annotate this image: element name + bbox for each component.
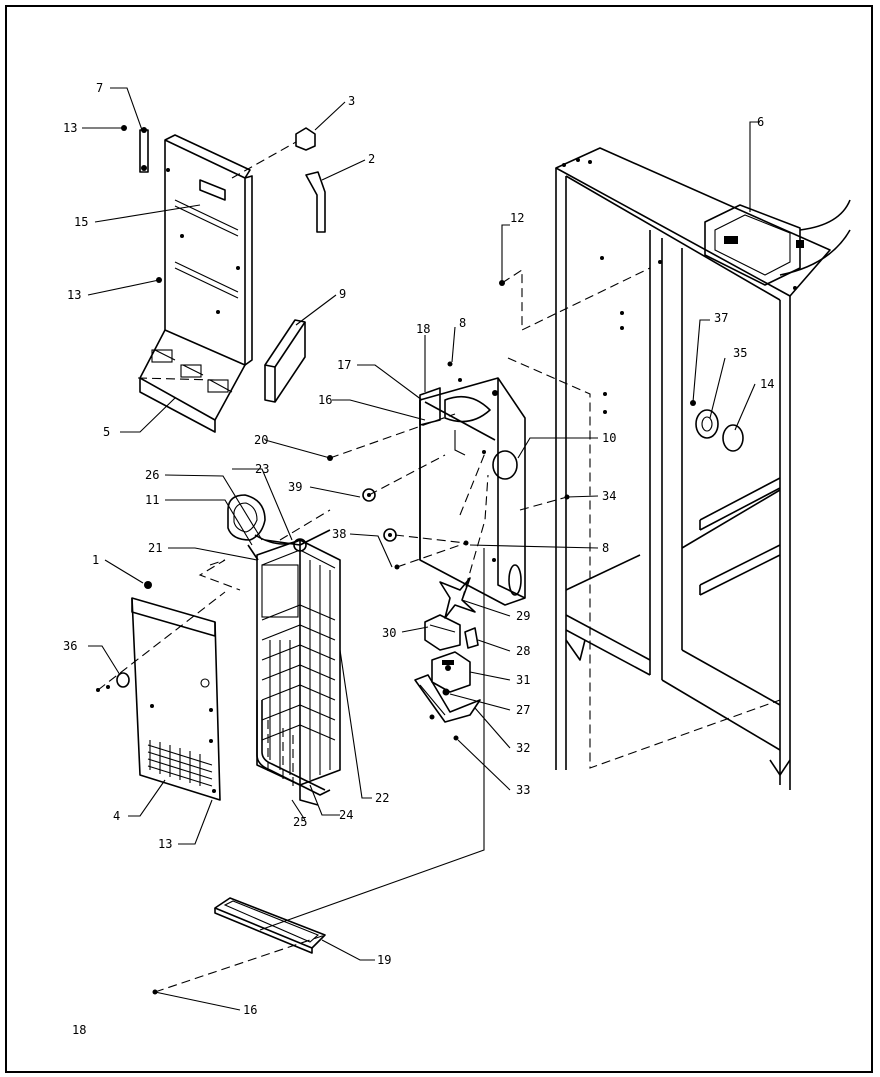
callout-37: 37 [714,311,728,325]
callout-17: 17 [337,358,351,372]
callout-2: 2 [368,152,375,166]
part-6-top-housing [704,199,851,286]
callout-14: 14 [760,377,774,391]
part-17-upper-flange [419,387,491,426]
callout-32: 32 [516,741,530,755]
callout-13-mid: 13 [67,288,81,302]
part-3-clip [295,127,316,151]
diagram-border [5,5,873,1073]
callout-29: 29 [516,609,530,623]
callout-1: 1 [92,553,99,567]
part-32-motor-mount [414,674,481,723]
part-26-tubing-loop [227,494,266,541]
callout-16-bottom: 16 [243,1003,257,1017]
callout-13-top: 13 [63,121,77,135]
part-22-evaporator-coil [256,539,341,786]
callout-35: 35 [733,346,747,360]
part-24-25-suction-line [256,700,331,806]
assembly-lines [97,141,781,993]
callout-27: 27 [516,703,530,717]
callout-7: 7 [96,81,103,95]
callout-19: 19 [377,953,391,967]
callout-23: 23 [255,462,269,476]
part-35-grommet [695,409,719,439]
part-38-nut [383,528,397,542]
callout-10: 10 [602,431,616,445]
part-1-screw [144,581,152,589]
callout-8-top: 8 [459,316,466,330]
callout-15: 15 [74,215,88,229]
callout-9: 9 [339,287,346,301]
part-9-insulation-pad [264,319,306,403]
part-motor-screw [429,714,435,720]
callout-labels: 7 13 3 2 6 12 15 13 9 5 17 18 8 16 20 37… [63,81,774,1017]
part-31-fan-motor [431,651,471,693]
callout-33: 33 [516,783,530,797]
cabinet-liner [555,147,831,790]
callout-39: 39 [288,480,302,494]
part-36-grommet [96,672,130,692]
callout-4: 4 [113,809,120,823]
part-27-nut [442,688,450,696]
callout-5: 5 [103,425,110,439]
callout-31: 31 [516,673,530,687]
callout-8-lower: 8 [602,541,609,555]
callout-26: 26 [145,468,159,482]
page-number: 18 [72,1023,86,1037]
part-29-fan-blade [439,577,476,619]
callout-3: 3 [348,94,355,108]
part-8-screw-top [447,361,453,367]
part-7-bracket [139,127,149,173]
callout-24: 24 [339,808,353,822]
part-4-access-panel [131,597,221,801]
part-30-motor-bracket [424,614,461,651]
callout-18: 18 [416,322,430,336]
callout-38: 38 [332,527,346,541]
callout-34: 34 [602,489,616,503]
part-10-fan-shroud [419,377,526,606]
part-2-drain-tube [305,171,326,233]
callout-25: 25 [293,815,307,829]
part-5-evaporator-cover [139,134,253,433]
callout-28: 28 [516,644,530,658]
callout-30: 30 [382,626,396,640]
callout-6: 6 [757,115,764,129]
callout-20: 20 [254,433,268,447]
callout-36: 36 [63,639,77,653]
leader-lines [82,87,760,1011]
part-11-capillary-tube [247,534,301,561]
part-33-screw [453,735,459,741]
part-19-drain-trough [214,897,326,954]
part-14-plug [722,424,744,452]
part-13-screw-top [121,125,127,131]
callout-11: 11 [145,493,159,507]
callout-13-bottom: 13 [158,837,172,851]
callout-12: 12 [510,211,524,225]
part-23-tubing [264,529,331,552]
part-28-clip [464,627,479,649]
part-37-screw [690,400,696,406]
callout-22: 22 [375,791,389,805]
callout-21: 21 [148,541,162,555]
callout-16-top: 16 [318,393,332,407]
